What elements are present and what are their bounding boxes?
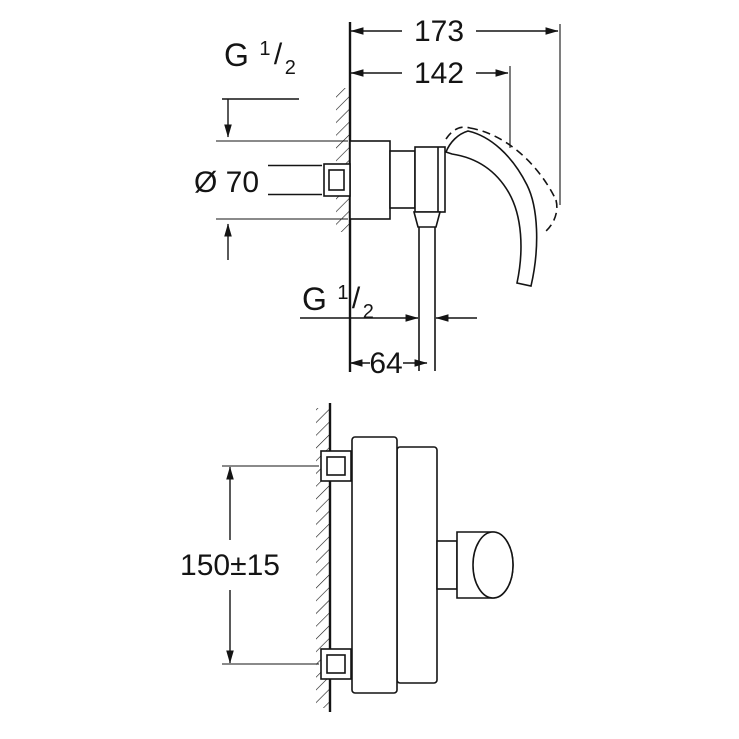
thread-size-label: G 1 / 2 [224, 37, 296, 79]
lever-swing-outline [445, 126, 471, 140]
dimension-label-150: 150±15 [180, 549, 280, 582]
thread-size-label: G 1 / 2 [302, 281, 374, 323]
handle-end-face [472, 531, 514, 599]
mixer-body-front [320, 436, 438, 694]
thread-label-numerator: 1 [259, 38, 270, 60]
union-block-bottom-detail [326, 654, 346, 674]
lever-blade [444, 130, 538, 287]
dimension-label-64: 64 [369, 347, 402, 380]
wall-hatch [336, 88, 350, 232]
thread-label-slash: / [352, 282, 361, 315]
mixer-body-side [323, 140, 446, 371]
lever-swing-outline [544, 199, 558, 233]
escutcheon [349, 140, 391, 220]
lever-handle-front [436, 531, 514, 599]
front-view: 150±15 [180, 403, 514, 712]
dimension-label-142: 142 [414, 57, 464, 90]
lever-handle-side [444, 126, 558, 287]
thread-label-prefix: G [302, 281, 327, 317]
dimension-body-projection: 142 [350, 57, 511, 148]
thread-label-slash: / [274, 38, 283, 71]
outlet-thread-label: G 1 / 2 [300, 281, 477, 323]
dimension-escutcheon-diameter: Ø 70 [194, 140, 348, 260]
lever-swing-outline [469, 127, 557, 201]
wall-section-side [336, 22, 352, 372]
thread-label-prefix: G [224, 37, 249, 73]
thread-label-denominator: 2 [363, 301, 374, 323]
inlet-fitting-detail [328, 169, 345, 191]
inlet-thread-label: G 1 / 2 [222, 37, 299, 138]
wall-hatch [316, 408, 330, 708]
outlet-connector [412, 211, 442, 228]
union-block-top-detail [326, 456, 346, 476]
handle-neck [436, 540, 458, 590]
body-back-plate [396, 446, 438, 684]
dimension-label-dia70: Ø 70 [194, 166, 259, 199]
body-mid-section [389, 150, 416, 209]
dimension-label-173: 173 [414, 15, 464, 48]
dimension-outlet-offset: 64 [349, 347, 428, 380]
thread-label-numerator: 1 [337, 282, 348, 304]
dimension-total-projection: 173 [350, 15, 561, 205]
side-view: 173 142 G 1 / 2 Ø 70 [194, 15, 561, 380]
thread-label-denominator: 2 [285, 57, 296, 79]
dimension-connection-spread: 150±15 [180, 465, 319, 665]
cartridge-housing [414, 146, 446, 213]
body-front-bar [351, 436, 398, 694]
